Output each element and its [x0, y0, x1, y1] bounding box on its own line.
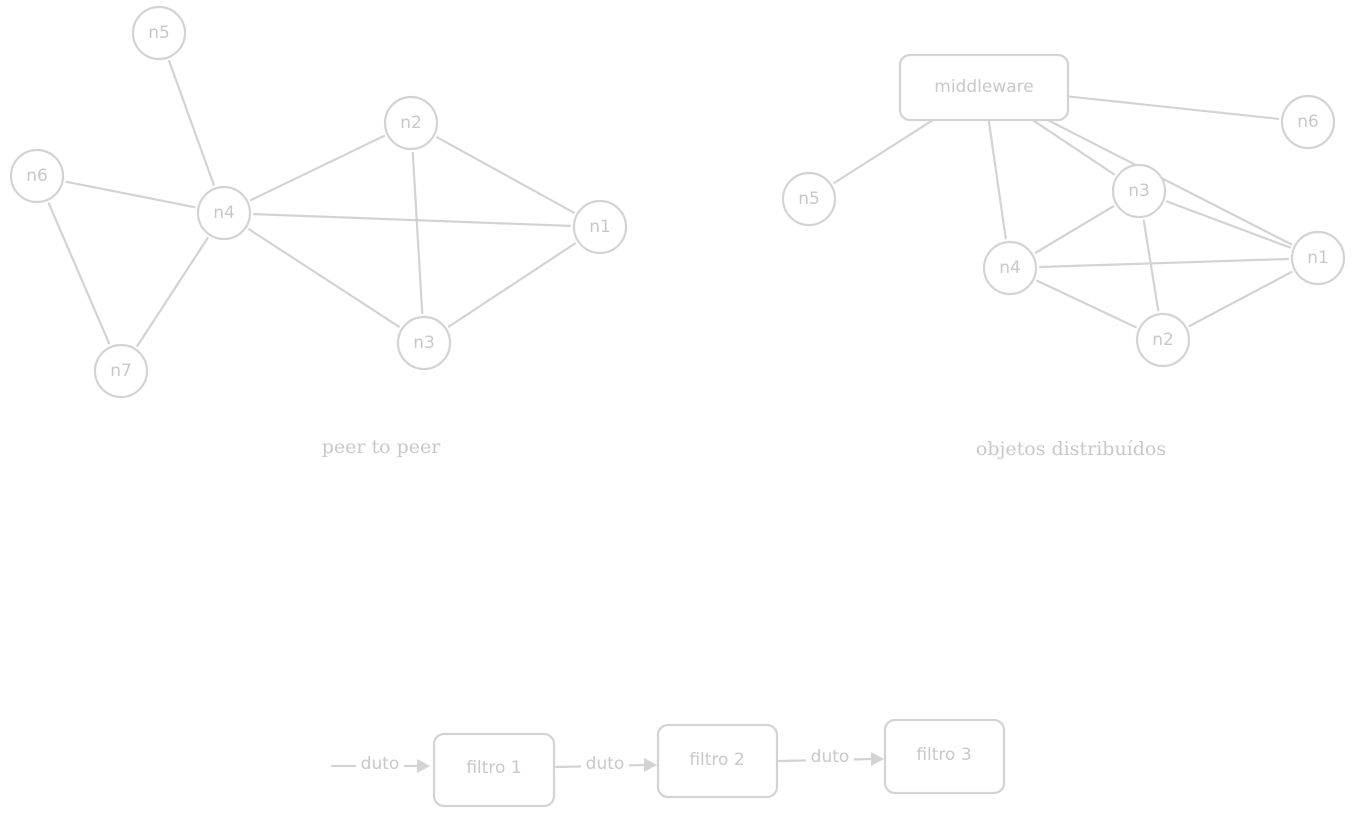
middleware-box — [898, 53, 1070, 122]
p2p-node-n6-circle — [9, 148, 65, 204]
middleware-label: middleware — [934, 77, 1033, 97]
filter-2-box — [656, 723, 779, 799]
pipe-2-label-bg — [581, 753, 629, 775]
dobj-node-n6-circle — [1280, 94, 1336, 150]
p2p-node-n6: n6 — [9, 148, 65, 204]
filter-1-node: filtro 1 — [432, 732, 556, 808]
peer-to-peer-edges — [47, 60, 577, 347]
dobj-node-n6-label: n6 — [1297, 112, 1319, 132]
dobj-edge-n4-n2 — [1036, 279, 1137, 329]
p2p-edge-n2-n3 — [411, 151, 424, 315]
p2p-node-n1: n1 — [572, 199, 628, 255]
filter-3-box — [883, 718, 1006, 795]
filter-2-label: filtro 2 — [689, 750, 744, 770]
p2p-node-n1-circle — [572, 199, 628, 255]
dobj-node-n4-label: n4 — [999, 258, 1021, 278]
peer-to-peer-diagram: n5 n6 n4 n2 n1 n3 n7 peer to peer — [9, 5, 628, 458]
p2p-node-n7: n7 — [93, 343, 149, 399]
dobj-edge-middleware-n1 — [1046, 118, 1293, 246]
pipe-1-label: duto — [361, 754, 400, 774]
filter-3-label: filtro 3 — [916, 745, 971, 765]
distributed-objects-edges — [833, 95, 1293, 329]
p2p-node-n2-circle — [383, 95, 439, 151]
p2p-edge-n4-n2 — [249, 134, 386, 202]
dobj-edge-n3-n2 — [1142, 219, 1160, 312]
pipe-1-label-bg — [356, 754, 404, 776]
dobj-edge-middleware-n3 — [1031, 118, 1116, 176]
dobj-edge-middleware-n5 — [833, 118, 935, 184]
dobj-node-n3: n3 — [1111, 163, 1167, 219]
distributed-objects-caption: objetos distribuídos — [976, 438, 1166, 460]
p2p-node-n2: n2 — [383, 95, 439, 151]
pipe-1-arrowhead — [417, 759, 430, 773]
distributed-objects-diagram: middleware n5 n6 n3 n4 n1 n2 objetos distribu… — [781, 53, 1346, 460]
dobj-edge-n3-n4 — [1034, 205, 1115, 254]
peer-to-peer-caption: peer to peer — [322, 436, 442, 458]
p2p-node-n1-label: n1 — [589, 217, 611, 237]
dobj-edge-middleware-n4 — [987, 118, 1007, 240]
dobj-edge-n3-n1 — [1165, 200, 1292, 249]
filter-3-node: filtro 3 — [883, 718, 1006, 795]
dobj-node-n2: n2 — [1135, 312, 1191, 368]
p2p-node-n5-circle — [131, 5, 187, 61]
dobj-edge-n4-n1 — [1038, 257, 1290, 269]
dobj-node-n4: n4 — [982, 240, 1038, 296]
filter-1-box — [432, 732, 556, 808]
filter-2-node: filtro 2 — [656, 723, 779, 799]
pipe-3-label: duto — [811, 747, 850, 767]
p2p-node-n4: n4 — [196, 185, 252, 241]
pipe-2: duto — [554, 753, 657, 775]
peer-to-peer-nodes: n5 n6 n4 n2 n1 n3 n7 — [9, 5, 628, 399]
dobj-node-n2-label: n2 — [1152, 330, 1174, 350]
p2p-edge-n4-n1 — [252, 213, 572, 227]
p2p-edge-n5-n4 — [168, 60, 215, 186]
dobj-node-n5: n5 — [781, 171, 837, 227]
pipe-2-label: duto — [586, 754, 625, 774]
pipes-and-filters-diagram: duto filtro 1 duto filtro 2 duto filtro … — [330, 718, 1006, 808]
p2p-edge-n6-n4 — [65, 180, 196, 209]
p2p-edge-n2-n1 — [436, 136, 575, 214]
p2p-edge-n6-n7 — [47, 202, 111, 345]
dobj-node-n1-label: n1 — [1307, 248, 1329, 268]
pipe-3: duto — [777, 747, 884, 769]
dobj-edge-n2-n1 — [1188, 270, 1293, 328]
dobj-node-n2-circle — [1135, 312, 1191, 368]
p2p-node-n5: n5 — [131, 5, 187, 61]
pipe-1: duto — [330, 754, 430, 776]
p2p-edge-n4-n3 — [248, 228, 400, 328]
dobj-node-n4-circle — [982, 240, 1038, 296]
dobj-node-n6: n6 — [1280, 94, 1336, 150]
p2p-node-n3-circle — [396, 315, 452, 371]
p2p-node-n7-label: n7 — [110, 361, 132, 381]
dobj-node-n3-label: n3 — [1128, 181, 1150, 201]
p2p-node-n6-label: n6 — [26, 166, 48, 186]
p2p-node-n5-label: n5 — [148, 23, 170, 43]
filter-1-label: filtro 1 — [466, 758, 521, 778]
dobj-edge-middleware-n6 — [1066, 95, 1280, 120]
dobj-node-n5-label: n5 — [798, 189, 820, 209]
dobj-node-n5-circle — [781, 171, 837, 227]
p2p-edge-n4-n7 — [136, 237, 209, 347]
dobj-node-n1: n1 — [1290, 230, 1346, 286]
p2p-node-n3-label: n3 — [413, 333, 435, 353]
dobj-node-n1-circle — [1290, 230, 1346, 286]
distributed-objects-nodes: n5 n6 n3 n4 n1 n2 — [781, 94, 1346, 368]
middleware-node: middleware — [898, 53, 1070, 122]
p2p-node-n4-circle — [196, 185, 252, 241]
dobj-node-n3-circle — [1111, 163, 1167, 219]
p2p-node-n3: n3 — [396, 315, 452, 371]
p2p-node-n2-label: n2 — [400, 113, 422, 133]
pipe-3-label-bg — [806, 747, 854, 769]
pipe-2-arrowhead — [644, 758, 657, 772]
p2p-node-n7-circle — [93, 343, 149, 399]
p2p-edge-n3-n1 — [447, 242, 577, 328]
p2p-node-n4-label: n4 — [213, 203, 235, 223]
pipe-3-arrowhead — [871, 752, 884, 766]
